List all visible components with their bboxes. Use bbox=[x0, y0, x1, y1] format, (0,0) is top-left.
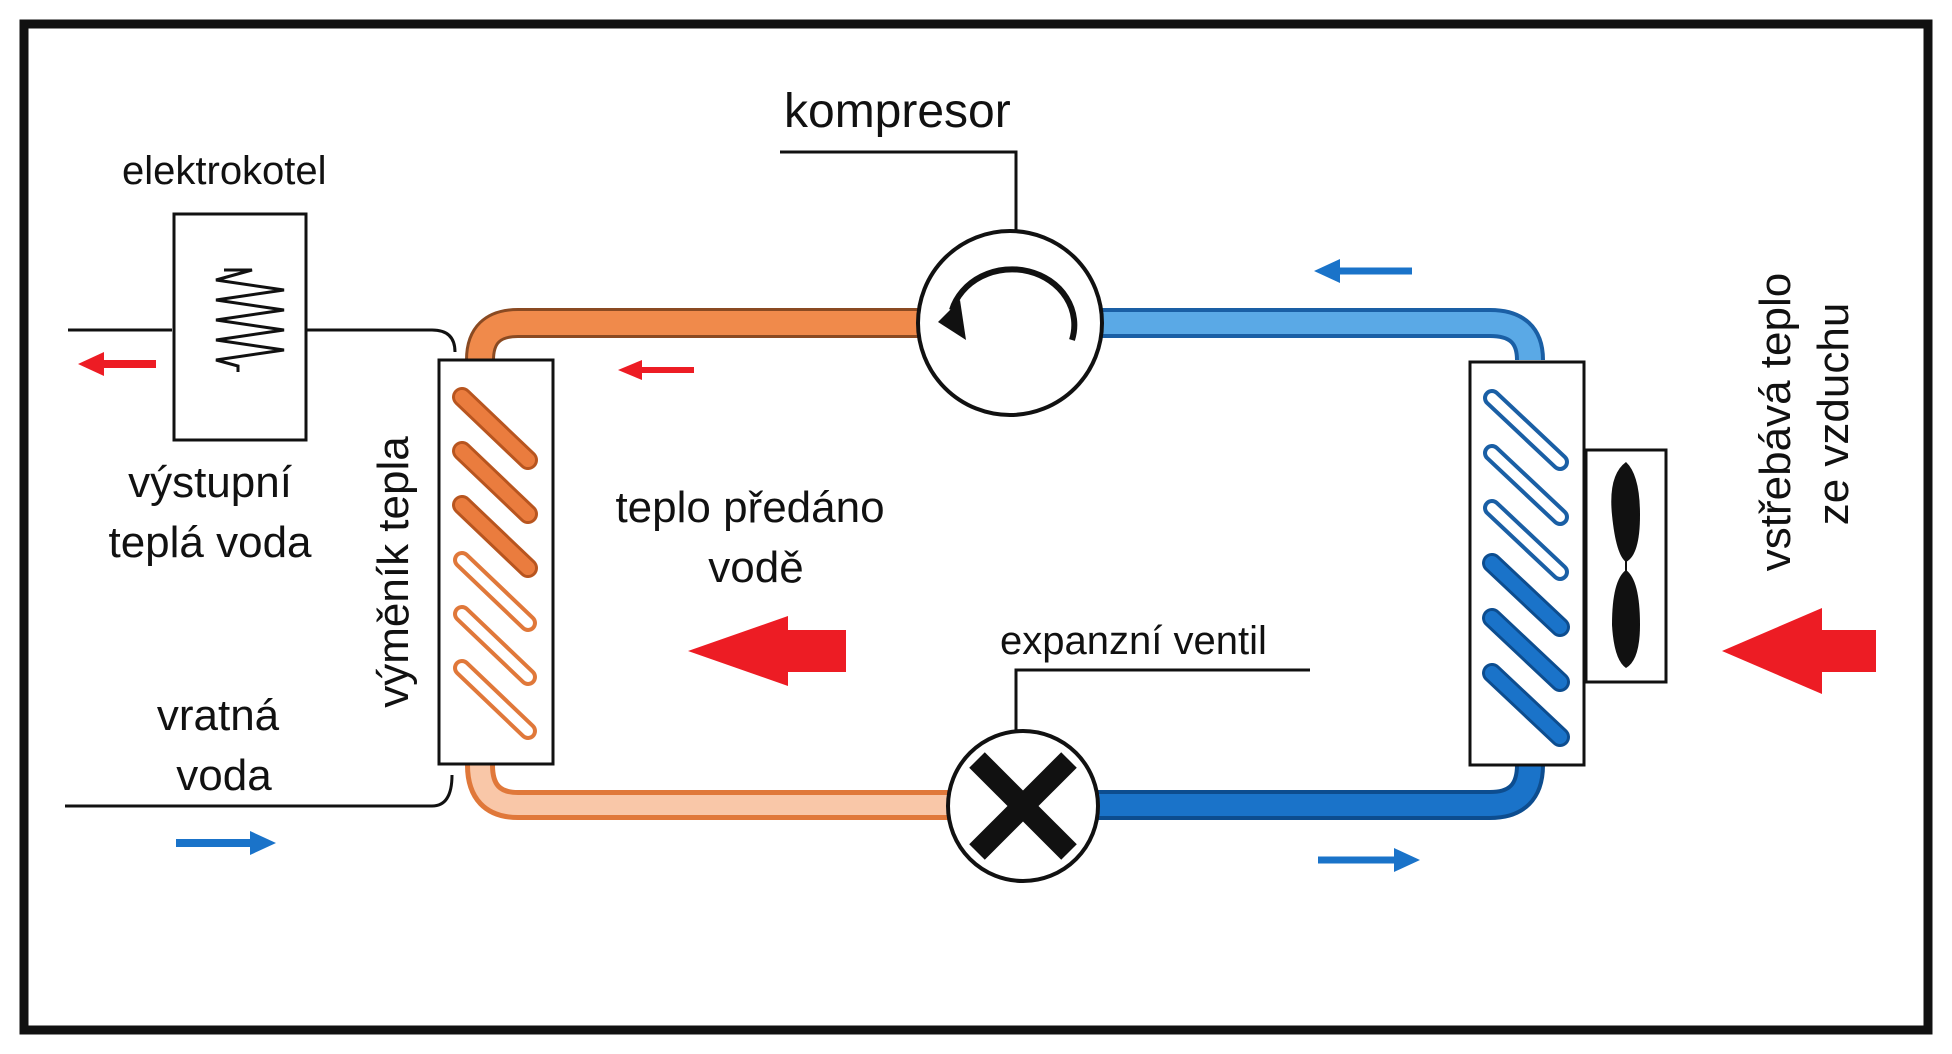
heating-coil-icon bbox=[215, 268, 285, 372]
arrow-heat-to-water bbox=[688, 616, 846, 686]
label-vstrebava-line1: vstřebává teplo bbox=[1751, 273, 1800, 571]
label-vystupni-line1: výstupní bbox=[128, 458, 293, 507]
expansion-valve-x-icon bbox=[969, 752, 1077, 860]
hot-water-outlet-line bbox=[68, 328, 457, 353]
label-vstrebava-line2: ze vzduchu bbox=[1809, 303, 1858, 526]
label-vystupni-line2: teplá voda bbox=[108, 518, 312, 567]
label-elektrokotel: elektrokotel bbox=[122, 149, 327, 193]
expansion-valve bbox=[946, 729, 1100, 883]
fan-icon bbox=[1584, 448, 1668, 684]
evaporator bbox=[1468, 360, 1586, 767]
label-vratna-line1: vratná bbox=[157, 691, 280, 740]
label-expanzni-ventil: expanzní ventil bbox=[1000, 619, 1267, 663]
valve-leader-line bbox=[1014, 668, 1310, 732]
label-teplo-line2: vodě bbox=[708, 543, 803, 592]
label-vratna-line2: voda bbox=[176, 751, 272, 800]
arrow-cold-top bbox=[1314, 259, 1412, 283]
arrow-heat-from-air bbox=[1722, 608, 1876, 694]
arrow-hot-water-out bbox=[78, 352, 156, 376]
electric-boiler bbox=[172, 212, 308, 442]
arrow-cold-bottom bbox=[1318, 848, 1420, 872]
compressor bbox=[916, 229, 1104, 417]
compressor-leader-line bbox=[780, 150, 1018, 232]
heat-exchanger bbox=[437, 358, 555, 766]
arrow-refrigerant-hot bbox=[618, 360, 694, 380]
return-water-line bbox=[65, 774, 454, 808]
label-kompresor: kompresor bbox=[784, 85, 1011, 138]
label-teplo-line1: teplo předáno bbox=[615, 483, 884, 532]
arrow-return-water bbox=[176, 831, 276, 855]
compressor-rotation-icon bbox=[938, 266, 1078, 341]
label-vymenik: výměník tepla bbox=[369, 436, 418, 708]
